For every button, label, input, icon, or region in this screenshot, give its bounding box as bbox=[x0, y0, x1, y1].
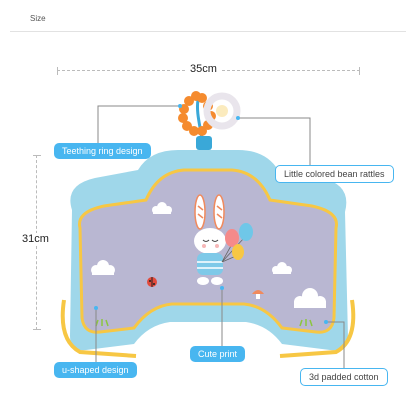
balloons-print-icon bbox=[221, 223, 253, 263]
header-divider bbox=[10, 31, 406, 32]
grass-print-icon bbox=[95, 319, 313, 327]
cute-print-callout: Cute print bbox=[190, 346, 246, 362]
callout-leader-lines bbox=[95, 105, 345, 370]
teething-ring-callout: Teething ring design bbox=[54, 143, 151, 159]
bean-rattle-ring-icon bbox=[203, 92, 241, 130]
height-dimension-label: 31cm bbox=[18, 233, 53, 245]
mushroom-print-icon bbox=[252, 290, 264, 299]
bean-rattles-callout: Little colored bean rattles bbox=[275, 165, 394, 183]
padded-cotton-callout: 3d padded cotton bbox=[300, 368, 388, 386]
cloud-print-icon bbox=[91, 202, 326, 308]
bunny-print-icon bbox=[194, 194, 226, 285]
ladybug-print-icon bbox=[147, 277, 157, 287]
size-section-label: Size bbox=[30, 14, 46, 23]
width-dimension-label: 35cm bbox=[186, 63, 221, 75]
u-shaped-callout: u-shaped design bbox=[54, 362, 137, 378]
ring-strap bbox=[196, 136, 212, 150]
